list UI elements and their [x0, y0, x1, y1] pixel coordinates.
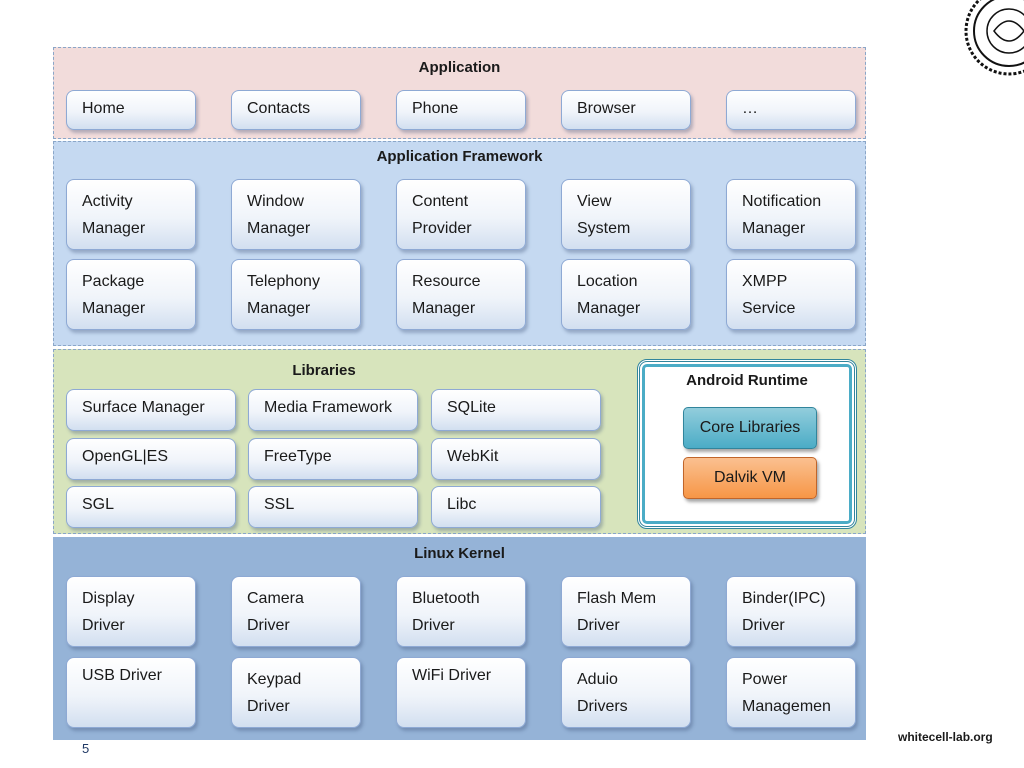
- kernel-box-bluetooth-driver: Bluetooth Driver: [396, 576, 526, 647]
- kernel-box-usb-driver: USB Driver: [66, 657, 196, 728]
- fw-box-window-manager: Window Manager: [231, 179, 361, 250]
- app-box-home: Home: [66, 90, 196, 130]
- core-libraries-box: Core Libraries: [683, 407, 817, 449]
- lib-box-webkit: WebKit: [431, 438, 601, 480]
- app-box-browser: Browser: [561, 90, 691, 130]
- fw-box-telephony-manager: Telephony Manager: [231, 259, 361, 330]
- lib-box-freetype: FreeType: [248, 438, 418, 480]
- page-number: 5: [82, 741, 90, 756]
- lib-box-surface-manager: Surface Manager: [66, 389, 236, 431]
- lib-box-sqlite: SQLite: [431, 389, 601, 431]
- kernel-box-keypad-driver: Keypad Driver: [231, 657, 361, 728]
- fw-box-xmpp-service: XMPP Service: [726, 259, 856, 330]
- site-url: whitecell-lab.org: [898, 730, 993, 744]
- application-layer-title: Application: [418, 59, 501, 76]
- lib-box-opengl-es: OpenGL|ES: [66, 438, 236, 480]
- fw-box-location-manager: Location Manager: [561, 259, 691, 330]
- lib-box-ssl: SSL: [248, 486, 418, 528]
- fw-box-resource-manager: Resource Manager: [396, 259, 526, 330]
- kernel-layer-title: Linux Kernel: [414, 545, 505, 562]
- lib-box-libc: Libc: [431, 486, 601, 528]
- fw-box-view-system: View System: [561, 179, 691, 250]
- lib-box-media-framework: Media Framework: [248, 389, 418, 431]
- fw-box-activity-manager: Activity Manager: [66, 179, 196, 250]
- kernel-box-camera-driver: Camera Driver: [231, 576, 361, 647]
- fw-box-notification-manager: Notification Manager: [726, 179, 856, 250]
- app-box-more: …: [726, 90, 856, 130]
- libraries-layer-title: Libraries: [292, 362, 356, 379]
- kernel-box-flash-mem-driver: Flash Mem Driver: [561, 576, 691, 647]
- framework-layer-title: Application Framework: [376, 148, 543, 165]
- kernel-box-wifi-driver: WiFi Driver: [396, 657, 526, 728]
- kernel-box-display-driver: Display Driver: [66, 576, 196, 647]
- whitecell-seal-logo-icon: [964, 0, 1024, 76]
- app-box-contacts: Contacts: [231, 90, 361, 130]
- kernel-box-binder-ipc-driver: Binder(IPC) Driver: [726, 576, 856, 647]
- kernel-box-audio-drivers: Aduio Drivers: [561, 657, 691, 728]
- kernel-box-power-management: Power Managemen: [726, 657, 856, 728]
- fw-box-package-manager: Package Manager: [66, 259, 196, 330]
- app-box-phone: Phone: [396, 90, 526, 130]
- fw-box-content-provider: Content Provider: [396, 179, 526, 250]
- lib-box-sgl: SGL: [66, 486, 236, 528]
- android-runtime-title: Android Runtime: [686, 372, 808, 389]
- android-runtime-panel: Android Runtime Core Libraries Dalvik VM: [637, 359, 857, 529]
- dalvik-vm-box: Dalvik VM: [683, 457, 817, 499]
